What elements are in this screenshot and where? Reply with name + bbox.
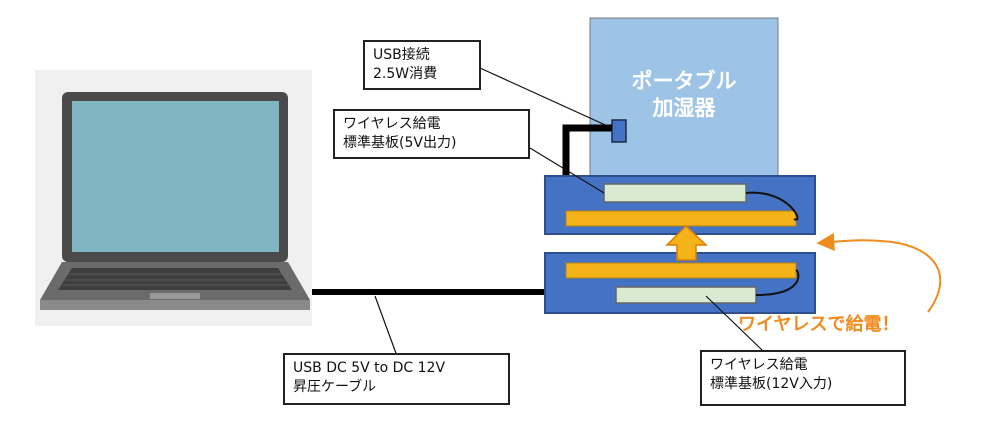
wireless-power-callout: ワイヤレスで給電！ bbox=[738, 314, 900, 335]
wireless-board-12v-label: ワイヤレス給電 標準基板(12V入力) bbox=[700, 350, 906, 406]
wireless-board-12v-input bbox=[544, 252, 816, 314]
power-transfer-arrow bbox=[665, 224, 708, 261]
humidifier-label: ポータブル 加湿器 bbox=[631, 69, 737, 120]
wireless-board-5v-output bbox=[544, 175, 816, 235]
leader-lines bbox=[374, 67, 763, 357]
usb-connection-label: USB接続 2.5W消費 bbox=[363, 40, 481, 90]
usb-cable bbox=[562, 124, 612, 178]
wireless-board-5v-label: ワイヤレス給電 標準基板(5V出力) bbox=[333, 109, 530, 159]
step-up-cable-label: USB DC 5V to DC 12V 昇圧ケーブル bbox=[283, 353, 510, 405]
callout-arrow bbox=[816, 233, 942, 313]
portable-humidifier bbox=[589, 17, 779, 181]
usb-connector bbox=[611, 119, 627, 143]
laptop-icon bbox=[35, 70, 312, 326]
